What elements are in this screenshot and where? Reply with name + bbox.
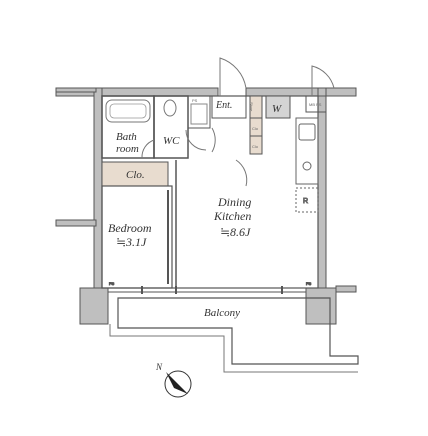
exterior-walls bbox=[55, 87, 357, 325]
clo-small-2: Clo bbox=[252, 144, 259, 149]
dining-kitchen: Dining Kitchen ≒8.6J bbox=[175, 160, 251, 288]
bath-label-2: room bbox=[116, 143, 139, 155]
north-compass: N bbox=[155, 362, 192, 398]
sink-icon bbox=[298, 123, 316, 141]
closet: Clo. bbox=[101, 161, 169, 187]
bathroom: Bath room bbox=[101, 95, 155, 159]
compass-label: N bbox=[155, 362, 163, 372]
fs-label-1: FS bbox=[109, 281, 114, 286]
vanity: PS bbox=[187, 95, 211, 129]
ps-label-1: PS bbox=[192, 98, 198, 103]
closet-label: Clo. bbox=[126, 169, 145, 181]
bedroom-size: ≒3.1J bbox=[116, 235, 147, 249]
shaft-door-icon bbox=[311, 65, 335, 96]
dining-size: ≒8.6J bbox=[220, 225, 251, 239]
entrance: Ent. bbox=[211, 57, 247, 119]
dining-label-1: Dining bbox=[217, 195, 251, 209]
clo-small-1: Clo bbox=[252, 126, 259, 131]
ps-label-2: MB PS bbox=[309, 102, 322, 107]
kitchen-counter: R bbox=[295, 117, 319, 213]
balcony-windows: FS FS bbox=[108, 281, 312, 294]
bedroom-label: Bedroom bbox=[108, 221, 152, 235]
bath-label-1: Bath bbox=[116, 131, 137, 143]
hall-doors bbox=[141, 127, 248, 187]
compass-arrow-icon bbox=[166, 372, 188, 394]
fs-label-2: FS bbox=[306, 281, 311, 286]
shoe-label: Shoe bbox=[249, 102, 254, 112]
toilet-icon bbox=[163, 99, 177, 117]
bedroom: Bedroom ≒3.1J bbox=[101, 185, 173, 289]
shoe-closet: Shoe Clo Clo bbox=[249, 95, 263, 155]
washer-space: W bbox=[265, 95, 291, 119]
wc: WC bbox=[153, 95, 189, 159]
balcony-label: Balcony bbox=[204, 307, 240, 319]
wc-label: WC bbox=[163, 135, 180, 147]
refrigerator-label: R bbox=[303, 198, 308, 205]
entrance-label: Ent. bbox=[215, 100, 232, 111]
w-label: W bbox=[272, 103, 282, 115]
entrance-door-icon bbox=[219, 57, 247, 96]
stove-icon bbox=[302, 161, 312, 171]
bathtub-icon bbox=[105, 99, 151, 123]
balcony: Balcony bbox=[109, 297, 359, 373]
mb-ps: MB PS bbox=[305, 65, 335, 113]
dining-label-2: Kitchen bbox=[213, 209, 251, 223]
